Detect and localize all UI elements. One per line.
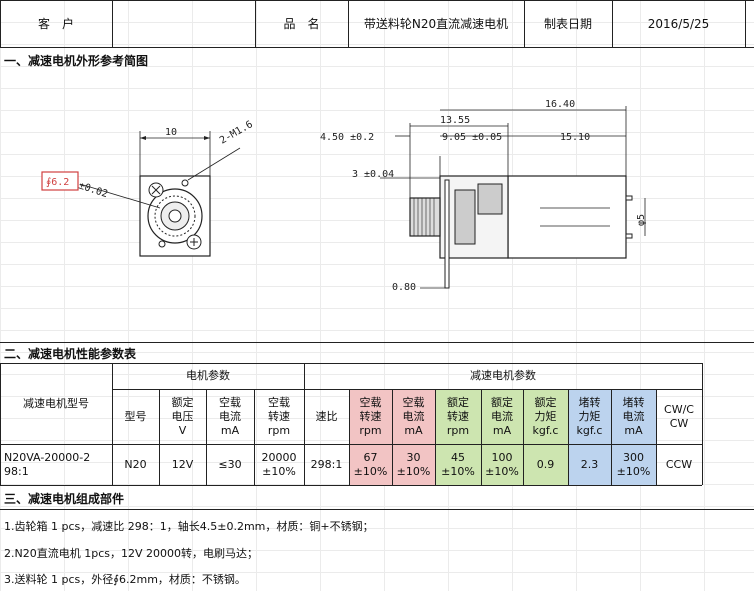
motor-outline-drawing: 10 2-M1.6 ±0.02 ∮6.2 (41, 99, 647, 293)
row-g-noload-speed: 67 ±10% (353, 450, 388, 478)
gear-params-header: 减速电机参数 (470, 369, 536, 382)
dim-4-50: 4.50 ±0.2 (320, 132, 374, 143)
dim-tol-002: ±0.02 (77, 180, 109, 200)
motor-params-header: 电机参数 (186, 369, 230, 382)
customer-value[interactable] (112, 0, 255, 47)
product-name: 带送料轮N20直流减速电机 (363, 16, 509, 31)
col-model: 型号 (124, 409, 147, 423)
customer-label: 客 户 (37, 16, 74, 31)
dim-phi-62: ∮6.2 (46, 177, 69, 188)
front-view: 10 2-M1.6 ±0.02 ∮6.2 (41, 119, 255, 257)
model-header: 减速电机型号 (23, 396, 89, 410)
row-ratio: 298:1 (310, 457, 343, 471)
date-label: 制表日期 (543, 16, 592, 31)
dim-3: 3 ±0.04 (352, 169, 394, 180)
row-model-no: N20VA-20000-298:1 (4, 450, 91, 478)
dim-13-55: 13.55 (440, 115, 470, 126)
component-item-3: 3.送料轮 1 pcs，外径∮6.2mm，材质：不锈钢。 (4, 573, 246, 586)
dim-9-05: 9.05 ±0.05 (442, 132, 502, 143)
dim-0-80: 0.80 (392, 282, 416, 293)
row-rated-speed: 45 ±10% (441, 450, 475, 478)
row-stall-torque: 2.3 (580, 457, 599, 471)
row-rated-torque: 0.9 (536, 457, 555, 471)
dim-15-10: 15.10 (560, 132, 590, 143)
product-label: 品 名 (283, 16, 320, 31)
date-value: 2016/5/25 (647, 16, 710, 31)
dim-m16: 2-M1.6 (218, 119, 255, 147)
row-voltage: 12V (171, 457, 194, 471)
col-direction: CW/CCW (664, 402, 694, 430)
row-rated-current: 100 ±10% (485, 450, 519, 478)
section2-title: 二、减速电机性能参数表 (4, 347, 137, 361)
dim-width-10: 10 (165, 127, 177, 138)
dim-16-40: 16.40 (545, 99, 575, 110)
section3-title: 三、减速电机组成部件 (4, 492, 125, 506)
component-item-1: 1.齿轮箱 1 pcs，减速比 298：1，轴长4.5±0.2mm，材质：铜+不… (4, 520, 374, 533)
row-stall-current: 300 ±10% (616, 450, 651, 478)
row-model: N20 (124, 457, 147, 471)
dim-phi-5: φ5 (636, 214, 647, 226)
col-ratio: 速比 (315, 409, 338, 423)
component-item-2: 2.N20直流电机 1pcs，12V 20000转，电刷马达； (4, 547, 258, 560)
row-noload-speed: 20000 ±10% (261, 450, 297, 478)
row-noload-current: ≤30 (218, 457, 242, 471)
section1-title: 一、减速电机外形参考简图 (4, 54, 149, 68)
row-g-noload-current: 30 ±10% (396, 450, 431, 478)
row-direction: CCW (665, 457, 693, 471)
side-view: 13.55 16.40 9.05 ±0.05 15.10 4.50 ±0.2 3… (320, 99, 647, 293)
